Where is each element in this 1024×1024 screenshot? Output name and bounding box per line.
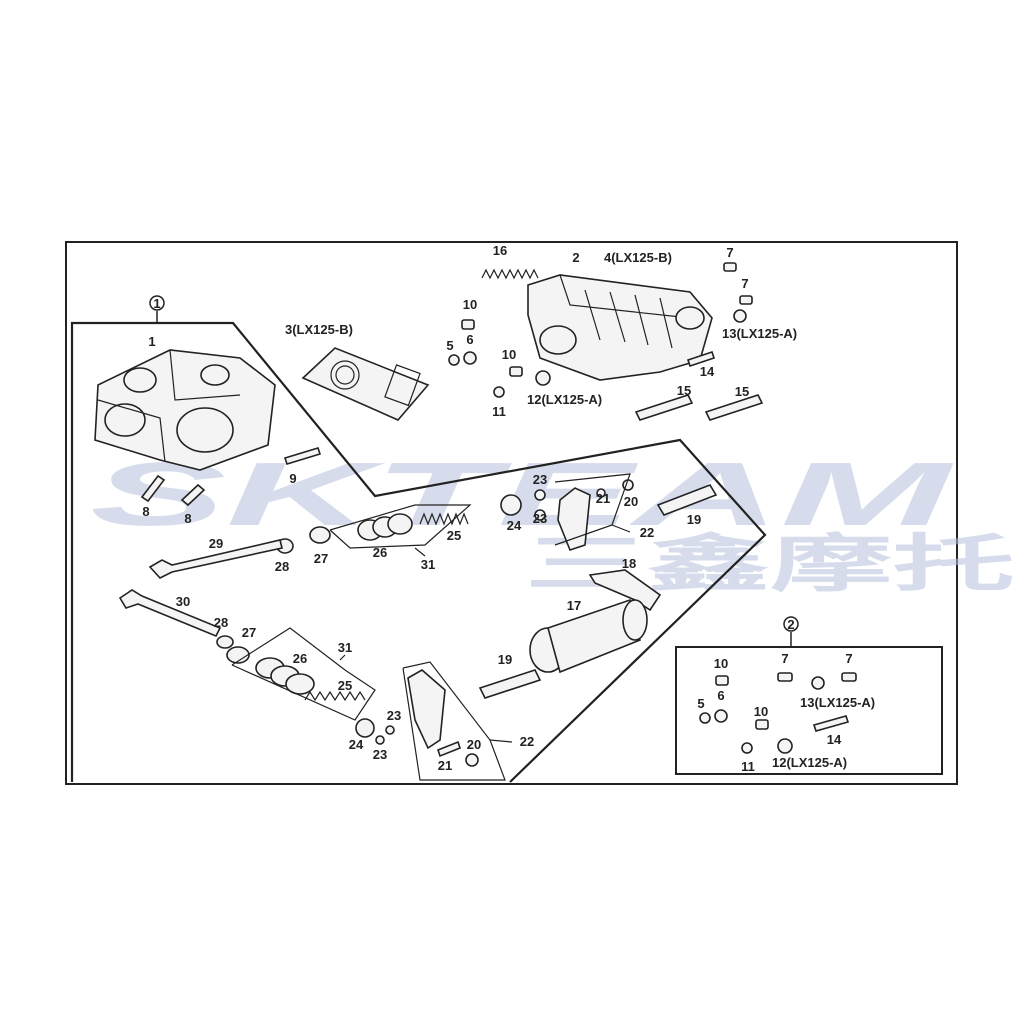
label-part-6: 6 [466, 332, 473, 347]
group2-marker: 2 [783, 616, 799, 647]
label-g2-part-7a: 7 [781, 651, 788, 666]
label-part-23c: 23 [387, 708, 401, 723]
label-part-20a: 20 [624, 494, 638, 509]
label-g2-part-6: 6 [717, 688, 724, 703]
pin-illustrations [140, 474, 206, 507]
label-part-1: 1 [148, 334, 155, 349]
cylinder-block-illustration [527, 274, 713, 381]
label-part-22b: 22 [520, 734, 534, 749]
svg-text:2: 2 [787, 617, 794, 632]
label-part-30: 30 [176, 594, 190, 609]
lower-valve-train-illustration [118, 589, 479, 767]
spring-illustration [481, 268, 539, 280]
label-part-2: 2 [572, 250, 579, 265]
label-part-26a: 26 [373, 545, 387, 560]
label-part-27a: 27 [314, 551, 328, 566]
label-part-26b: 26 [293, 651, 307, 666]
label-part-10a: 10 [463, 297, 477, 312]
label-part-7b: 7 [741, 276, 748, 291]
part-labels: 1 3(LX125-B) 8 8 9 16 2 4(LX125-B) 7 7 1… [142, 243, 875, 774]
strip-illustrations [634, 394, 764, 421]
label-part-13: 13(LX125-A) [722, 326, 797, 341]
group1-marker: 1 [149, 295, 165, 323]
label-g2-part-13: 13(LX125-A) [800, 695, 875, 710]
fastener-illustrations-top [283, 262, 753, 465]
svg-text:三鑫摩托: 三鑫摩托 [525, 527, 1015, 600]
watermark: SKTEAM 三鑫摩托 [90, 445, 1015, 600]
label-part-16: 16 [493, 243, 507, 258]
cylinder-head-illustration [94, 349, 276, 471]
label-part-12: 12(LX125-A) [527, 392, 602, 407]
label-part-18: 18 [622, 556, 636, 571]
label-part-10b: 10 [502, 347, 516, 362]
label-part-8b: 8 [184, 511, 191, 526]
label-part-25a: 25 [447, 528, 461, 543]
label-part-23b: 23 [533, 511, 547, 526]
label-part-27b: 27 [242, 625, 256, 640]
label-g2-part-12: 12(LX125-A) [772, 755, 847, 770]
label-part-28b: 28 [214, 615, 228, 630]
label-part-11: 11 [492, 404, 506, 419]
label-part-25b: 25 [338, 678, 352, 693]
label-part-22a: 22 [640, 525, 654, 540]
label-part-7a: 7 [726, 245, 733, 260]
svg-text:1: 1 [153, 296, 160, 311]
label-g2-part-10a: 10 [714, 656, 728, 671]
label-part-21a: 21 [596, 491, 610, 506]
label-part-29: 29 [209, 536, 223, 551]
label-part-3: 3(LX125-B) [285, 322, 353, 337]
label-part-9: 9 [289, 471, 296, 486]
label-part-31a: 31 [421, 557, 435, 572]
label-part-23d: 23 [373, 747, 387, 762]
group1-outline [70, 321, 767, 783]
label-g2-part-14: 14 [827, 732, 842, 747]
label-part-23a: 23 [533, 472, 547, 487]
camshaft-illustration [478, 569, 662, 699]
label-part-20b: 20 [467, 737, 481, 752]
label-g2-part-11: 11 [741, 759, 755, 774]
label-part-21b: 21 [438, 758, 452, 773]
label-part-14: 14 [700, 364, 715, 379]
label-part-8a: 8 [142, 504, 149, 519]
label-part-19b: 19 [498, 652, 512, 667]
label-part-24b: 24 [349, 737, 364, 752]
bracket-lines [231, 473, 631, 781]
label-part-24a: 24 [507, 518, 522, 533]
label-g2-part-7b: 7 [845, 651, 852, 666]
label-part-15a: 15 [677, 383, 691, 398]
group2-parts-illustration [699, 672, 857, 754]
label-part-15b: 15 [735, 384, 749, 399]
label-g2-part-5: 5 [697, 696, 704, 711]
label-part-31b: 31 [338, 640, 352, 655]
label-part-19a: 19 [687, 512, 701, 527]
label-g2-part-10b: 10 [754, 704, 768, 719]
gasket-illustration [301, 347, 430, 421]
label-part-28a: 28 [275, 559, 289, 574]
label-part-17: 17 [567, 598, 581, 613]
svg-text:SKTEAM: SKTEAM [90, 445, 955, 545]
label-part-5: 5 [446, 338, 453, 353]
label-part-4: 4(LX125-B) [604, 250, 672, 265]
group2-box [675, 646, 943, 775]
